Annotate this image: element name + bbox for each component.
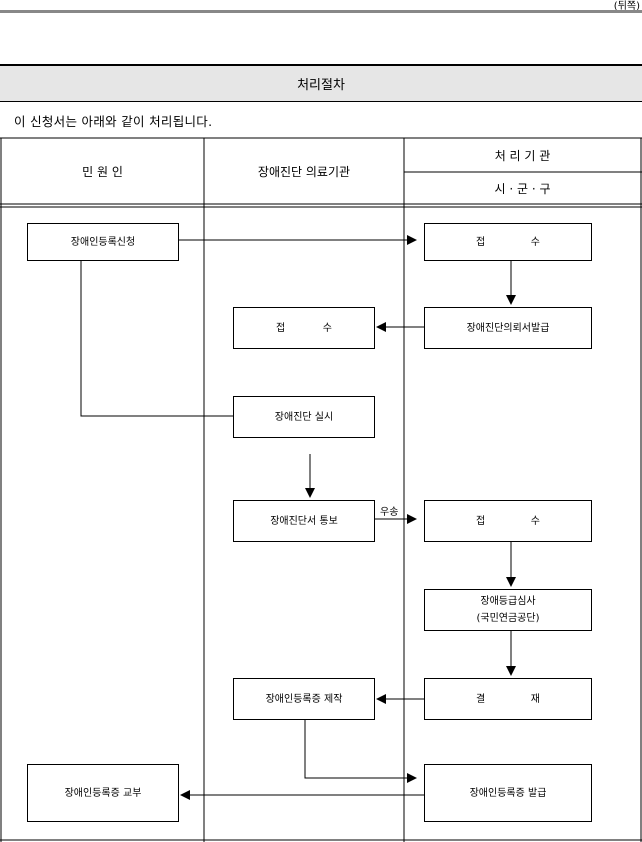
section-title-banner: 처리절차 <box>0 64 642 102</box>
back-side-label: (뒤쪽) <box>613 1 640 12</box>
step-label: 장애인등록증 발급 <box>469 787 547 799</box>
column-header-applicant: 민 원 인 <box>82 164 123 179</box>
column-header-hospital: 장애진단 의료기관 <box>257 164 351 179</box>
column-header-agency: 처 리 기 관 <box>494 148 551 163</box>
line-applicant-to-diagnosis <box>80 261 233 417</box>
step-diagnosis-report: 장애진단서 통보 <box>233 500 375 542</box>
step-agency-receive: 접 수 <box>424 223 592 261</box>
step-label: 장애인등록신청 <box>70 236 136 248</box>
step-card-deliver: 장애인등록증 교부 <box>27 764 179 822</box>
column-header-agency-sub: 시 · 군 · 구 <box>494 181 551 196</box>
step-card-issue: 장애인등록증 발급 <box>424 764 592 822</box>
step-label-part: 수 <box>530 515 540 527</box>
step-request-issue: 장애진단의뢰서발급 <box>424 307 592 349</box>
step-apply-registration: 장애인등록신청 <box>27 223 179 261</box>
step-label-part: 결 <box>476 693 486 705</box>
step-card-make: 장애인등록증 제작 <box>233 678 375 720</box>
step-label: 장애등급심사 <box>480 596 536 607</box>
step-label-part: 접 <box>476 236 486 248</box>
step-label: 장애인등록증 제작 <box>265 693 343 705</box>
step-label-org: (국민연금공단) <box>476 613 540 624</box>
step-label-part: 접 <box>276 322 286 334</box>
step-label: 장애진단서 통보 <box>270 515 338 527</box>
step-label: 장애인등록증 교부 <box>64 787 142 799</box>
step-label: 장애진단 실시 <box>274 411 334 423</box>
mail-label: 우송 <box>380 507 399 518</box>
step-label-part: 수 <box>530 236 540 248</box>
arrow-make-to-issue <box>304 720 417 783</box>
step-label-part: 수 <box>322 322 332 334</box>
section-title: 처리절차 <box>297 78 345 93</box>
top-rule <box>0 10 642 13</box>
step-diagnosis: 장애진단 실시 <box>233 396 375 438</box>
step-hospital-receive: 접 수 <box>233 307 375 349</box>
step-grade-review: 장애등급심사 (국민연금공단) <box>424 589 592 631</box>
step-label-part: 접 <box>476 515 486 527</box>
step-report-receive: 접 수 <box>424 500 592 542</box>
step-label-part: 재 <box>530 693 540 705</box>
step-label: 장애진단의뢰서발급 <box>466 322 550 334</box>
intro-text: 이 신청서는 아래와 같이 처리됩니다. <box>14 114 213 129</box>
step-approve: 결 재 <box>424 678 592 720</box>
